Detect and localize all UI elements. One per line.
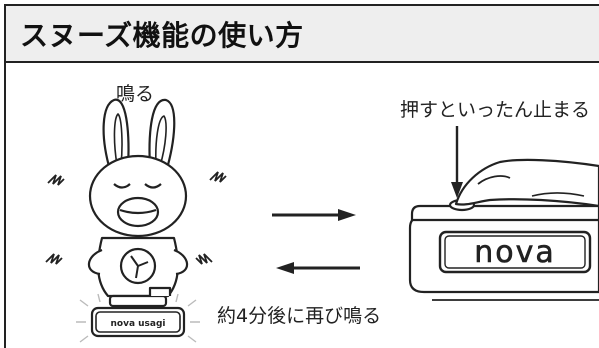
press-arrow — [451, 126, 463, 198]
back-arrow — [276, 262, 360, 274]
ring-label: 鳴る — [116, 83, 155, 105]
clock-base-illustration — [408, 158, 599, 301]
press-label: 押すといったん止まる — [400, 99, 591, 121]
page-title: スヌーズ機能の使い方 — [20, 19, 304, 52]
base-logo: nova — [474, 235, 556, 270]
header-bar: スヌーズ機能の使い方 — [6, 6, 599, 63]
rabbit-clock-illustration — [76, 98, 200, 343]
vibration-marks — [45, 171, 227, 265]
snooze-label: 約4分後に再び鳴る — [217, 305, 382, 327]
forward-arrow — [272, 209, 356, 221]
small-logo: nova usagi — [110, 319, 165, 329]
